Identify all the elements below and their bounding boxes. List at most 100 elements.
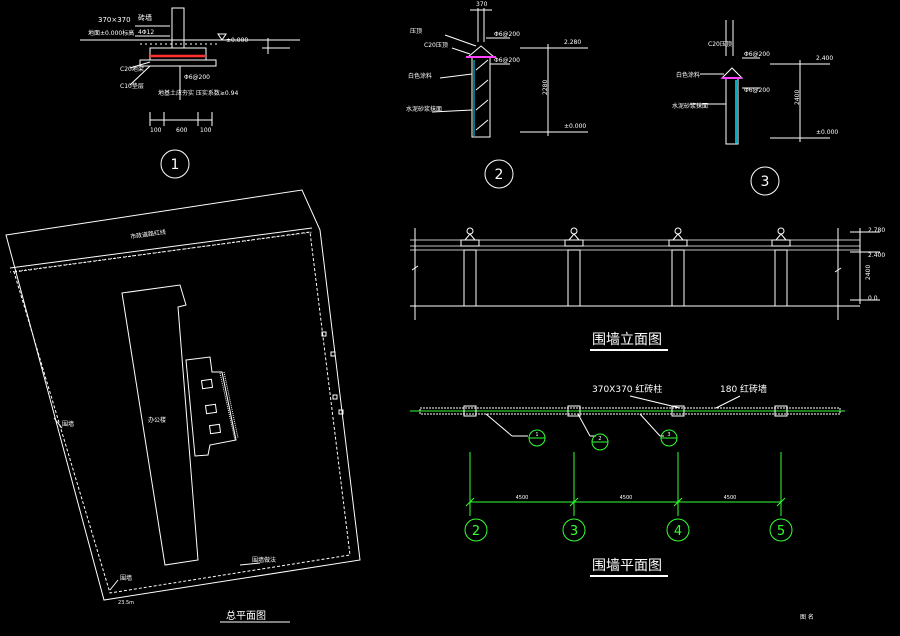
elevation-post-top: [464, 233, 476, 241]
detail1-number: 1: [171, 157, 180, 173]
detail1-c10: C10垫层: [120, 82, 144, 90]
detail1-beam: C20地梁: [120, 65, 144, 73]
wall-plan-column-label: 370X370 红砖柱: [592, 383, 662, 395]
gate-post: [338, 409, 344, 415]
elevation-dim-h: 2400: [865, 265, 872, 280]
detail2-rebar1: Φ6@200: [494, 31, 520, 38]
detail-1: [80, 7, 300, 179]
detail1-footing: [149, 47, 207, 61]
detail3-label-paint: 白色涂料: [676, 71, 700, 79]
wall-elevation: [410, 228, 860, 320]
ref-mark-2: 2: [598, 436, 601, 442]
detail2-label-cap: 压顶: [410, 28, 422, 35]
elevation-post: [774, 249, 788, 307]
site-wall-dashed: [13, 231, 351, 594]
detail3-elev-top: 2.400: [816, 55, 833, 62]
detail-2: [431, 8, 588, 189]
elevation-post-top: [568, 233, 580, 241]
gate-post: [332, 394, 338, 400]
axis-label-5: 5: [777, 524, 785, 539]
elevation-post: [671, 249, 685, 307]
detail2-label-plaster: 水泥砂浆抹面: [406, 105, 442, 113]
wall-plan-title: 围墙平面图: [592, 558, 662, 574]
elevation-post-finial: [674, 227, 682, 235]
detail3-cap: [720, 67, 744, 79]
gate-post: [321, 331, 327, 337]
detail2-number: 2: [495, 167, 504, 183]
axis-label-3: 3: [570, 524, 578, 539]
detail2-dim-height: 2280: [542, 80, 549, 95]
wall-plan-refs: [528, 429, 678, 451]
detail2-label-paint: 白色涂料: [408, 72, 432, 80]
wall-plan-column: [567, 405, 581, 417]
site-wall-label-right: 围墙做法: [252, 556, 276, 564]
span-1: 4500: [516, 495, 529, 501]
detail1-bedding: [139, 59, 217, 67]
detail3-label-c20: C20压顶: [708, 41, 732, 48]
elevation-post-top: [775, 233, 787, 241]
site-road-label: 市政道路红线: [130, 228, 167, 241]
wall-plan-column: [774, 405, 788, 417]
detail3-elev-bot: ±0.000: [816, 129, 838, 136]
elevation-post-finial: [570, 227, 578, 235]
gate-post: [330, 351, 336, 357]
span-2: 4500: [620, 495, 633, 501]
axis-label-4: 4: [674, 524, 682, 539]
detail3-rebar2: Φ6@200: [744, 87, 770, 94]
detail3-label-plaster: 水泥砂浆抹面: [672, 102, 708, 110]
detail1-note: 地基土应夯实 压实系数≥0.94: [158, 89, 238, 97]
ref-mark-1: 1: [535, 432, 538, 438]
axis-grid: [464, 452, 793, 542]
detail3-dim-height: 2400: [794, 90, 801, 105]
wall-plan: [410, 395, 845, 577]
site-wall-label-left: 围墙: [62, 420, 74, 428]
detail1-dim-b: 600: [176, 127, 188, 134]
elevation-title: 围墙立面图: [592, 332, 662, 348]
detail2-elev-bot: ±0.000: [564, 123, 586, 130]
detail3-rebar1: Φ6@200: [744, 51, 770, 58]
elevation-zero: 0.0: [868, 295, 878, 302]
detail1-dim-c: 100: [200, 127, 212, 134]
detail1-stirrup: Φ6@200: [184, 74, 210, 81]
detail1-steel-top: 4Φ12: [138, 29, 154, 36]
elevation-post-cap: [771, 239, 791, 247]
elevation-mid: 2.400: [868, 252, 885, 259]
elevation-post-cap: [460, 239, 480, 247]
detail1-col-size: 370×370: [98, 16, 131, 24]
detail1-number-circle: [160, 149, 190, 179]
office-building: [121, 284, 199, 566]
elevation-post-finial: [466, 227, 474, 235]
site-plan: [5, 189, 361, 623]
site-dim-bottom: 23.5m: [118, 600, 134, 606]
site-plan-title: 总平面图: [226, 609, 266, 622]
axis-bubble: [769, 518, 793, 542]
elevation-post-cap: [564, 239, 584, 247]
detail1-label-wall: 砖墙: [138, 13, 152, 22]
detail1-label-ground: 地面±0.000标高: [88, 29, 134, 37]
annex-building: [185, 356, 237, 457]
detail1-elev: ±0.000: [226, 37, 248, 44]
axis-bubble: [666, 518, 690, 542]
axis-bubble: [562, 518, 586, 542]
wall-plan-wall: [419, 407, 841, 415]
site-building-label: 办公楼: [148, 416, 166, 424]
axis-label-2: 2: [472, 524, 480, 539]
detail2-cap: [466, 45, 496, 58]
detail2-elev-top: 2.280: [564, 39, 581, 46]
elevation-marks: [590, 228, 880, 351]
road-line: [9, 227, 313, 269]
detail1-dim-a: 100: [150, 127, 162, 134]
detail3-number-circle: [750, 166, 780, 196]
axis-bubble: [464, 518, 488, 542]
wall-plan-columns: [463, 405, 788, 417]
site-wall-label-bottom: 围墙: [120, 574, 132, 582]
detail2-dim-w: 370: [476, 1, 488, 8]
elevation-post-top: [672, 233, 684, 241]
ref-mark-3: 3: [667, 432, 670, 438]
detail1-wall: [171, 7, 185, 49]
elevation-post-cap: [668, 239, 688, 247]
wall-plan-column: [671, 405, 685, 417]
elevation-posts: [460, 227, 791, 307]
